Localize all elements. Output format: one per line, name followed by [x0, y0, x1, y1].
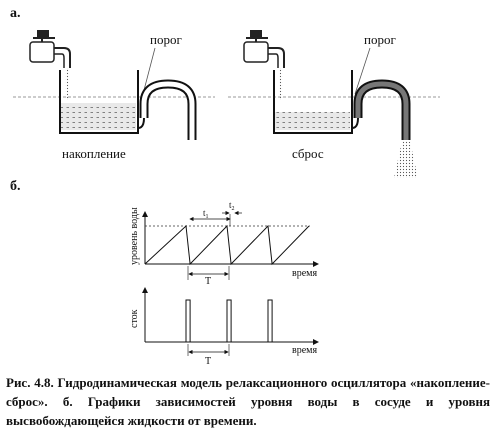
outflow-pulse — [267, 299, 273, 343]
water-stream — [65, 68, 69, 100]
left-apparatus: порог накопление — [13, 30, 215, 161]
vessel-water — [274, 112, 350, 130]
x-axis-label: время — [292, 268, 317, 279]
vessel-water — [60, 103, 136, 130]
vessel — [59, 70, 139, 134]
faucet-icon — [243, 30, 285, 68]
figure: а. порог накопление — [10, 6, 440, 367]
vessel — [273, 70, 353, 134]
right-apparatus: порог сброс — [228, 30, 440, 178]
panel-b-label: б. — [10, 179, 21, 194]
outflow-pulse — [226, 299, 232, 343]
siphon-tube — [139, 79, 197, 140]
y-axis-label: уровень воды — [129, 207, 140, 265]
outflow-series — [185, 299, 273, 343]
siphon-tube — [353, 79, 411, 140]
water-level-graph: уровень воды время t1 t2 T — [129, 200, 319, 287]
outflow-spray — [394, 141, 418, 178]
t1-label: t1 — [203, 208, 209, 220]
period-label-bottom: T — [205, 356, 211, 367]
panel-a-label: а. — [10, 6, 21, 21]
t2-label: t2 — [229, 200, 235, 212]
water-stream — [279, 68, 283, 100]
x-axis-label: время — [292, 345, 317, 356]
state-label-left: накопление — [62, 146, 126, 161]
outflow-pulse — [185, 299, 191, 343]
faucet-icon — [29, 30, 71, 68]
threshold-label-right: порог — [364, 32, 396, 47]
threshold-pointer — [354, 47, 371, 95]
state-label-right: сброс — [292, 146, 324, 161]
outflow-graph: сток время T — [129, 287, 319, 367]
water-level-series — [144, 224, 310, 266]
period-label-top: T — [205, 276, 211, 287]
figure-caption: Рис. 4.8. Гидродинамическая модель релак… — [6, 375, 490, 428]
y-axis-label: сток — [129, 309, 140, 328]
threshold-label-left: порог — [150, 32, 182, 47]
threshold-pointer — [142, 47, 156, 95]
